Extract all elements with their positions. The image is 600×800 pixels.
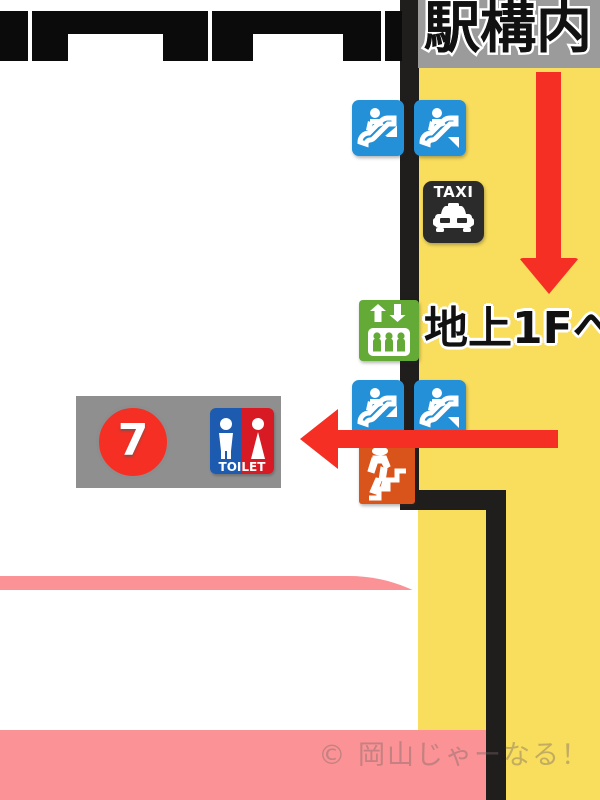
wall-segment-vertical-bottom [486, 490, 506, 800]
toilet-female-side [242, 408, 274, 474]
wall-segment-vertical-top [400, 0, 419, 300]
platform-area-lower-band [0, 730, 486, 800]
left-arrow-head [300, 409, 338, 469]
taxi-icon: TAXI [423, 181, 484, 243]
ground-floor-label: 地上1Fへ [424, 303, 600, 354]
toilet-icon: TOILET [210, 408, 274, 474]
header-band [418, 0, 600, 68]
platform-sign-panel: 7 [76, 396, 281, 488]
train-window [253, 34, 343, 64]
train-car-gap [381, 11, 385, 61]
train-car-gap [28, 11, 32, 61]
train-window [68, 34, 163, 64]
platform-area [0, 576, 500, 590]
platform-number-badge: 7 [96, 405, 170, 479]
page-title: 駅構内 [424, 0, 592, 61]
down-arrow-shaft [536, 72, 561, 264]
platform-number: 7 [117, 414, 149, 466]
page-title-outline: 駅構内 [422, 0, 595, 62]
escalator-down-icon [414, 100, 466, 156]
platform-area-clip [0, 288, 500, 590]
train-track-strip [0, 11, 402, 64]
left-arrow-shaft [330, 430, 558, 448]
stairs-icon [359, 442, 415, 504]
wall-segment-horizontal [400, 490, 506, 510]
elevator-icon [359, 300, 419, 361]
down-arrow-head [519, 258, 579, 294]
toilet-male-side [210, 408, 242, 474]
watermark: © 岡山じゃーなる！ [318, 740, 590, 771]
escalator-up-icon [352, 100, 404, 156]
taxi-label: TAXI [433, 183, 474, 201]
train-car-gap [208, 11, 212, 61]
escalator-up-icon [352, 380, 404, 436]
escalator-down-icon [414, 380, 466, 436]
toilet-label: TOILET [218, 460, 266, 474]
